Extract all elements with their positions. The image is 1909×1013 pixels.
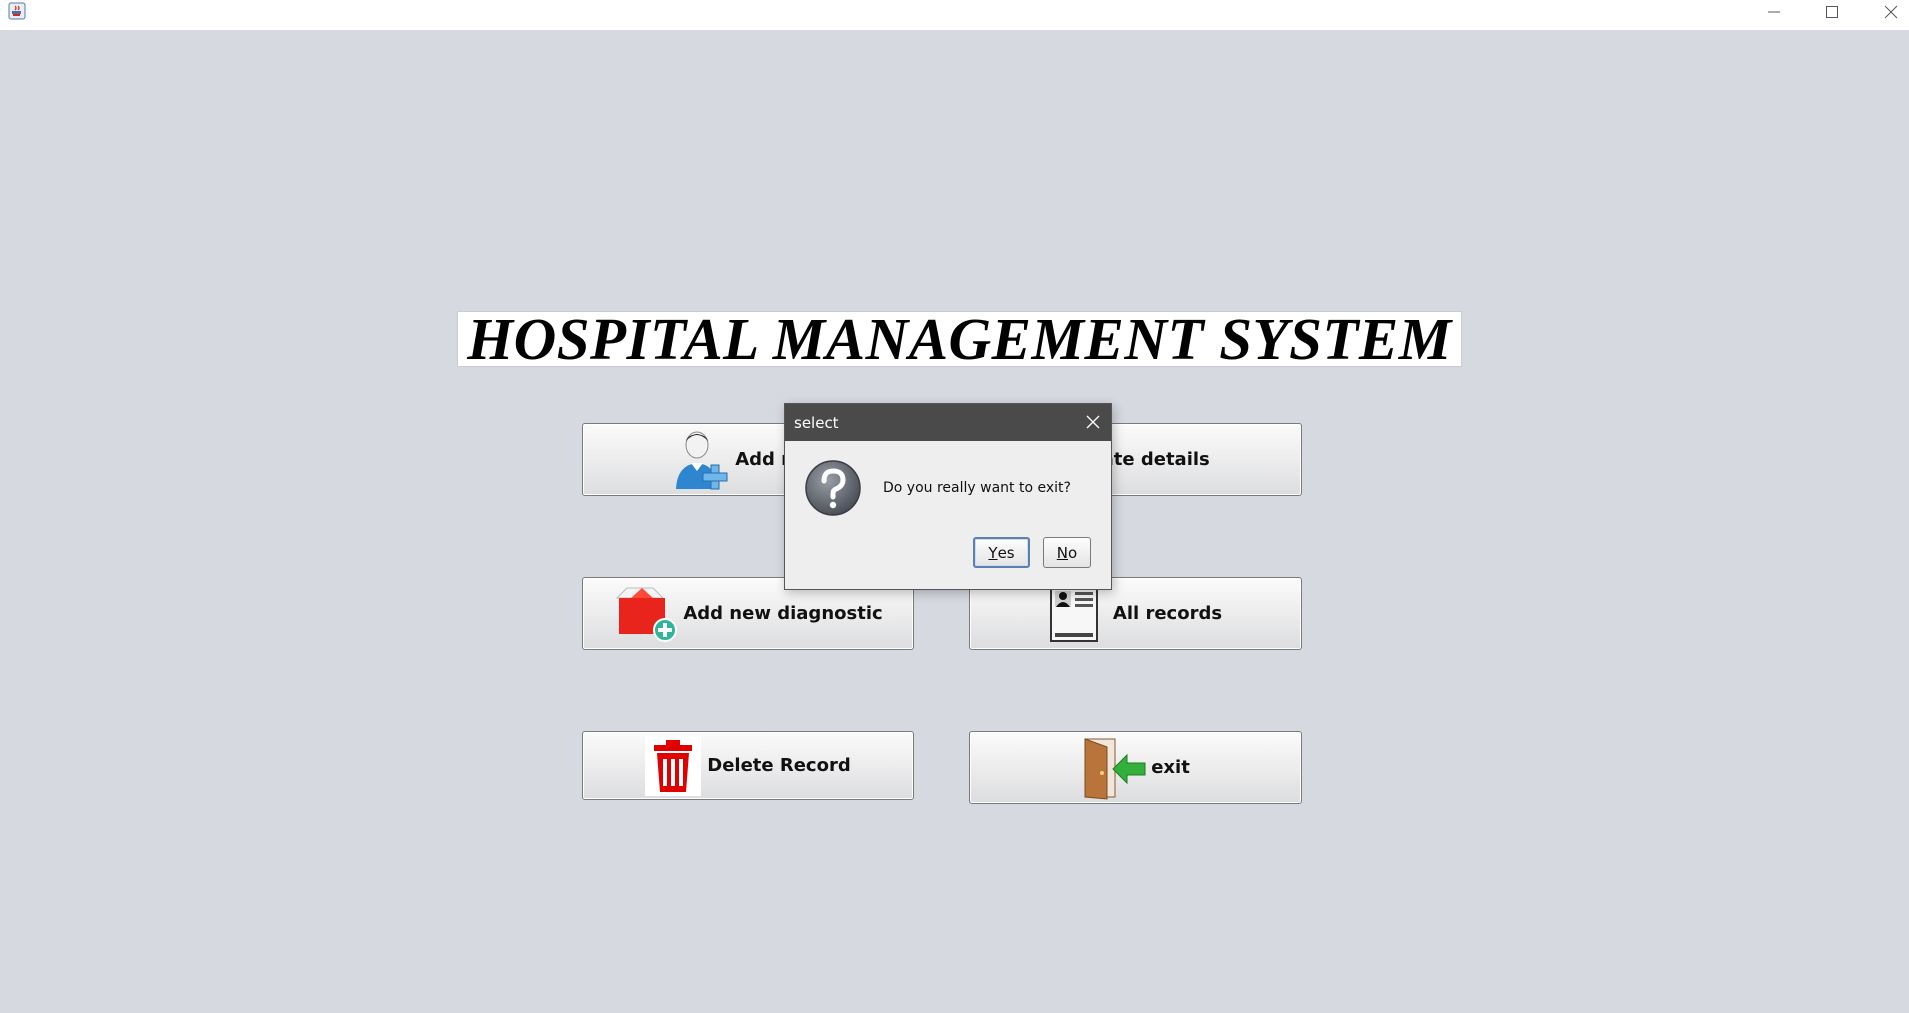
all-records-label: All records xyxy=(1112,603,1223,624)
yes-label: es xyxy=(997,543,1015,562)
close-icon xyxy=(1884,5,1898,19)
minimize-button[interactable] xyxy=(1745,0,1803,24)
exit-label: exit xyxy=(1151,757,1190,778)
add-new-diagnostic-label: Add new diagnostic xyxy=(683,603,883,624)
no-label: o xyxy=(1068,543,1078,562)
window-close-button[interactable] xyxy=(1862,0,1909,24)
dialog-titlebar[interactable]: select xyxy=(785,404,1111,441)
question-icon xyxy=(804,459,862,517)
delete-record-button[interactable]: Delete Record xyxy=(582,731,914,800)
add-user-icon xyxy=(673,429,729,491)
maximize-icon xyxy=(1826,6,1838,18)
trash-icon xyxy=(645,735,702,796)
dialog-title: select xyxy=(794,414,839,432)
system-title-banner: HOSPITAL MANAGEMENT SYSTEM xyxy=(457,311,1462,367)
java-coffee-icon[interactable] xyxy=(8,2,26,20)
dialog-message: Do you really want to exit? xyxy=(883,480,1071,496)
add-box-icon xyxy=(613,586,678,642)
maximize-button[interactable] xyxy=(1803,0,1861,24)
door-exit-icon xyxy=(1081,735,1147,801)
close-icon xyxy=(1086,415,1100,429)
dialog-close-button[interactable] xyxy=(1083,412,1103,432)
add-new-diagnostic-button[interactable]: Add new diagnostic xyxy=(582,577,914,650)
yes-mnemonic: Y xyxy=(988,543,998,562)
no-mnemonic: N xyxy=(1056,543,1069,562)
window-titlebar xyxy=(0,0,1909,30)
delete-record-label: Delete Record xyxy=(707,755,851,776)
all-records-button[interactable]: All records xyxy=(969,577,1302,650)
id-card-icon xyxy=(1049,585,1099,643)
minimize-icon xyxy=(1768,11,1780,13)
exit-button[interactable]: exit xyxy=(969,731,1302,804)
